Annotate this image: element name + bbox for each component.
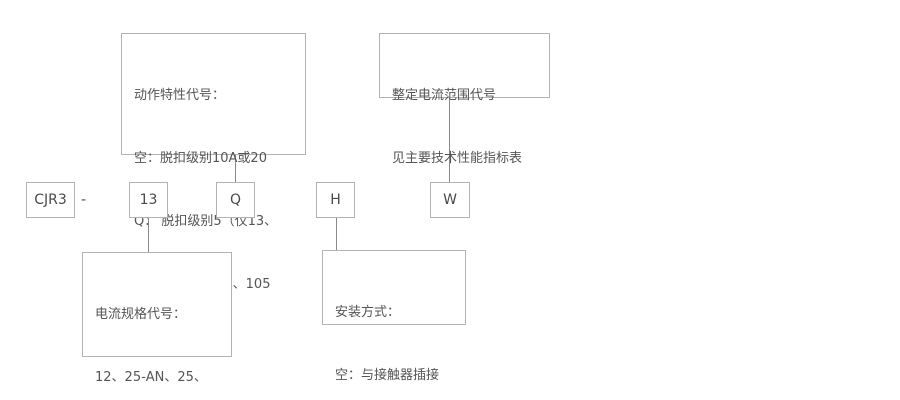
connector-current-range	[449, 98, 450, 183]
note-line: 电流规格代号：	[95, 307, 187, 322]
code-label: CJR3	[34, 192, 67, 208]
note-line: 整定电流范围代号	[392, 88, 497, 103]
code-box-action-characteristic[interactable]: Q	[216, 182, 255, 218]
code-separator: -	[81, 192, 87, 208]
code-box-current-rating[interactable]: 13	[129, 182, 168, 218]
code-box-current-range[interactable]: W	[430, 182, 470, 218]
note-line: 12、25-AN、25、	[95, 370, 207, 385]
note-current-range: 整定电流范围代号 见主要技术性能指标表	[379, 33, 550, 166]
note-line: 见主要技术性能指标表	[392, 151, 523, 166]
note-action-characteristic: 动作特性代号： 空：脱扣级别10A或20 Q： 脱扣级别5（仅13、 25-AN…	[121, 33, 306, 355]
note-line: 动作特性代号：	[134, 88, 226, 103]
note-current-spec: 电流规格代号： 12、25-AN、25、 50、105B、105、 160B、1…	[82, 252, 232, 385]
note-line: 空：脱扣级别10A或20	[134, 151, 267, 166]
connector-action-characteristic	[235, 155, 236, 183]
note-line: 安装方式：	[335, 305, 401, 320]
code-label: H	[330, 192, 341, 208]
code-box-mounting-type[interactable]: H	[316, 182, 355, 218]
note-mounting: 安装方式： 空：与接触器插接 H 独立安装	[322, 250, 466, 383]
note-line: 空：与接触器插接	[335, 368, 440, 383]
code-box-series[interactable]: CJR3	[26, 182, 75, 218]
code-label: 13	[139, 192, 158, 208]
code-label: W	[443, 192, 457, 208]
code-label: Q	[229, 192, 242, 208]
connector-mounting	[336, 218, 337, 250]
connector-current-spec	[148, 218, 149, 252]
